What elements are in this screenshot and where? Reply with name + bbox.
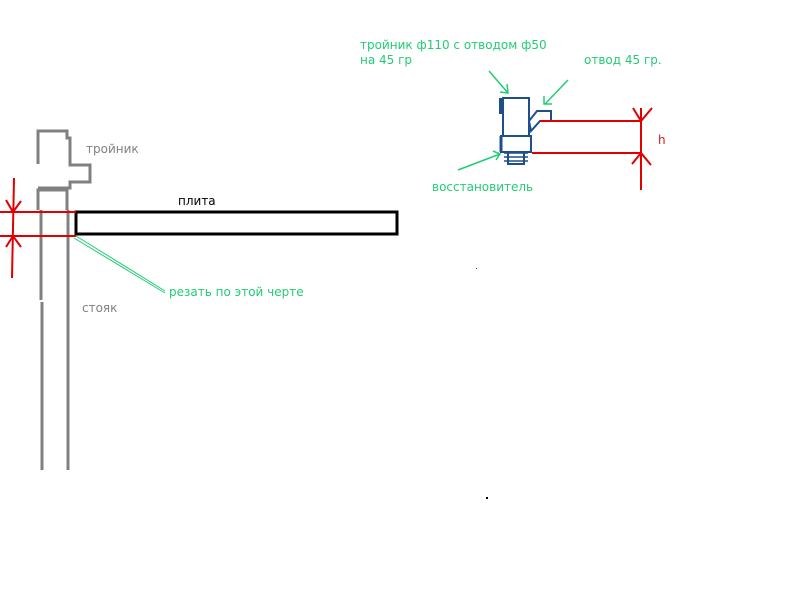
cut-note-label: резать по этой черте <box>169 285 304 299</box>
dimension-arrow-top <box>5 199 22 214</box>
elbow-leader-arrow <box>543 96 552 105</box>
tee-leader-line <box>488 70 509 94</box>
dimension-arrow-bottom <box>5 234 22 248</box>
cut-leader-line <box>73 237 166 294</box>
cut-marks <box>0 177 76 279</box>
cut-note-leader <box>73 235 166 294</box>
cut-leader-line2 <box>75 235 166 292</box>
tee-lower-socket <box>500 135 532 153</box>
tee-outline <box>36 129 92 190</box>
stray-dot-red <box>476 268 477 269</box>
tee-branch-assembly <box>499 97 552 165</box>
elbow-label: отвод 45 гр. <box>584 53 662 67</box>
dimension-vertical <box>11 177 15 279</box>
restorer-leader-line <box>457 153 501 171</box>
slab-label: плита <box>178 194 216 208</box>
tee-leader-arrow <box>499 83 509 94</box>
slab-outline <box>74 210 399 236</box>
stray-dot-black <box>486 497 488 499</box>
height-label: h <box>658 133 666 147</box>
tee-branch-label-line1: тройник ф110 с отводом ф50 <box>360 38 547 52</box>
height-dimension <box>532 107 653 190</box>
height-arrow-top <box>632 107 653 123</box>
tee-leaders <box>457 70 569 171</box>
riser-socket <box>36 188 69 210</box>
restorer-body <box>507 151 525 165</box>
elbow-leader-line <box>544 79 569 105</box>
restorer-leader-arrow <box>492 150 502 161</box>
riser-drawing <box>36 129 92 470</box>
tee-body <box>502 97 530 137</box>
height-arrow-bottom <box>631 151 652 166</box>
restorer-label: восстановитель <box>432 180 534 194</box>
tee-branch-label-line2: на 45 гр <box>360 53 413 67</box>
riser-label: стояк <box>82 301 118 315</box>
tee-label: тройник <box>86 142 139 156</box>
